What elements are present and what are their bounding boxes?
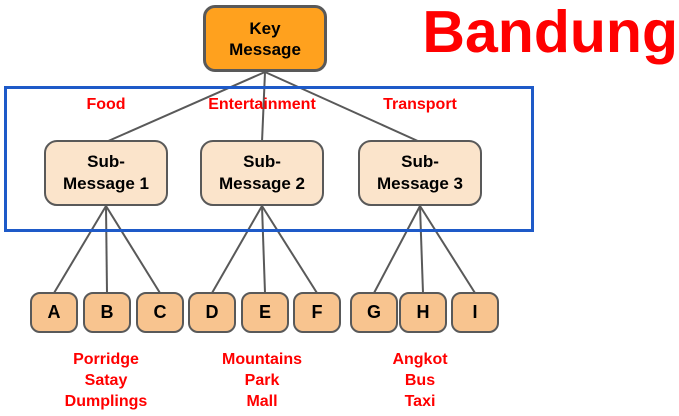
sub-message-2-line1: Sub-	[243, 152, 281, 171]
sub-message-1-line1: Sub-	[87, 152, 125, 171]
example-item: Dumplings	[64, 393, 148, 410]
leaf-node-c: C	[136, 292, 184, 333]
key-message-line1: Key	[249, 18, 281, 38]
leaf-node-b: B	[83, 292, 131, 333]
example-item: Satay	[84, 372, 128, 389]
leaf-node-h: H	[399, 292, 447, 333]
sub-message-2-node: Sub- Message 2	[200, 140, 324, 206]
sub-message-3-line2: Message 3	[377, 174, 463, 193]
example-item: Bus	[404, 372, 436, 389]
leaf-node-e: E	[241, 292, 289, 333]
example-item: Angkot	[392, 351, 448, 368]
key-message-line2: Message	[229, 39, 301, 59]
leaf-node-i: I	[451, 292, 499, 333]
examples-transport: Angkot Bus Taxi	[345, 349, 495, 412]
sub-message-1-line2: Message 1	[63, 174, 149, 193]
key-message-node: Key Message	[203, 5, 327, 72]
category-label-entertainment: Entertainment	[208, 96, 316, 113]
examples-food: Porridge Satay Dumplings	[31, 349, 181, 412]
examples-entertainment: Mountains Park Mall	[187, 349, 337, 412]
leaf-node-g: G	[350, 292, 398, 333]
category-label-transport: Transport	[383, 96, 457, 113]
example-item: Mall	[246, 393, 278, 410]
leaf-node-d: D	[188, 292, 236, 333]
sub-message-3-node: Sub- Message 3	[358, 140, 482, 206]
leaf-node-f: F	[293, 292, 341, 333]
sub-message-2-line2: Message 2	[219, 174, 305, 193]
sub-message-1-node: Sub- Message 1	[44, 140, 168, 206]
example-item: Taxi	[404, 393, 436, 410]
example-item: Porridge	[73, 351, 139, 368]
category-label-food: Food	[86, 96, 126, 113]
leaf-node-a: A	[30, 292, 78, 333]
page-title: Bandung	[422, 0, 678, 65]
example-item: Mountains	[222, 351, 302, 368]
example-item: Park	[244, 372, 280, 389]
frame-rectangle	[4, 86, 534, 232]
sub-message-3-line1: Sub-	[401, 152, 439, 171]
